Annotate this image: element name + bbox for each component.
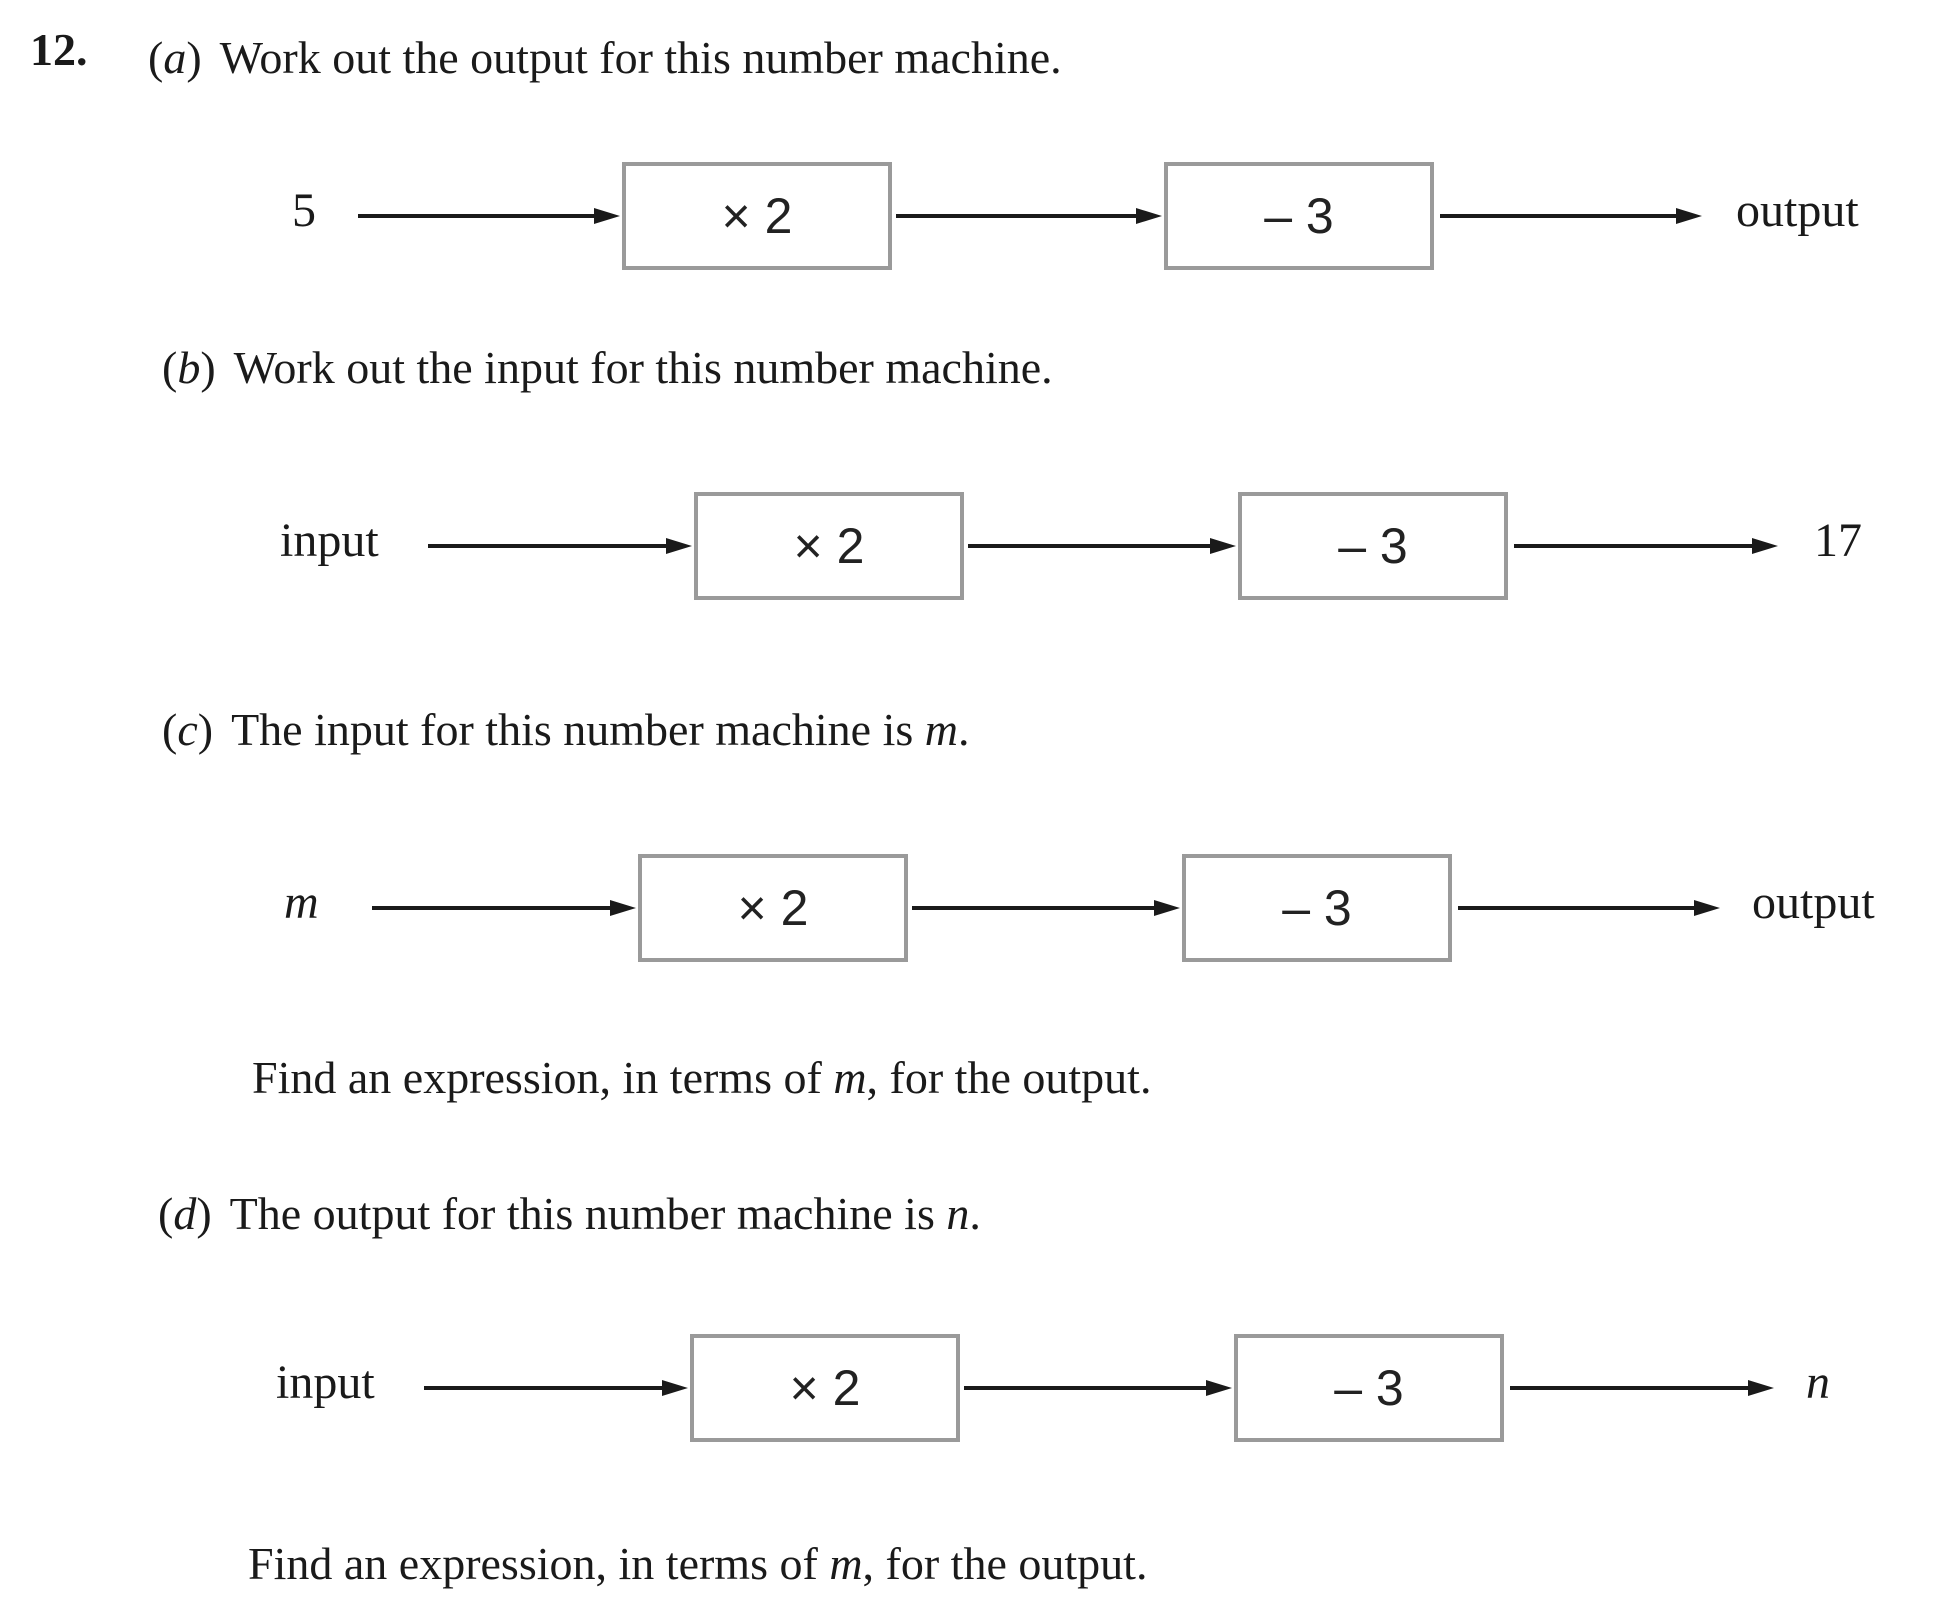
arrow-a-3: [1440, 208, 1702, 224]
machine-a-box-subtract: – 3: [1164, 162, 1434, 270]
arrow-d-3: [1510, 1380, 1774, 1396]
question-number: 12.: [30, 24, 88, 75]
machine-b-box-multiply: × 2: [694, 492, 964, 600]
arrow-d-2: [964, 1380, 1232, 1396]
machine-a-input: 5: [292, 184, 316, 237]
part-d-prompt: (d) The output for this number machine is…: [158, 1186, 981, 1241]
machine-d-output: n: [1806, 1356, 1830, 1409]
part-c-instruction: Find an expression, in terms of m, for t…: [252, 1052, 1152, 1103]
machine-c-input: m: [284, 876, 319, 929]
machine-d-box-multiply: × 2: [690, 1334, 960, 1442]
part-d-label: (d): [158, 1188, 212, 1239]
number-machine-b: input × 2 – 3 17: [0, 492, 1953, 612]
number-machine-d: input × 2 – 3 n: [0, 1334, 1953, 1454]
arrow-b-1: [428, 538, 692, 554]
machine-a-box-multiply: × 2: [622, 162, 892, 270]
part-c-label: (c): [162, 704, 214, 755]
machine-b-box-subtract: – 3: [1238, 492, 1508, 600]
machine-a-output: output: [1736, 184, 1859, 237]
arrow-c-3: [1458, 900, 1720, 916]
machine-d-box-subtract: – 3: [1234, 1334, 1504, 1442]
arrow-c-1: [372, 900, 636, 916]
number-machine-c: m × 2 – 3 output: [0, 854, 1953, 974]
arrow-c-2: [912, 900, 1180, 916]
part-a-label: (a): [148, 32, 202, 83]
part-a-prompt: (a) Work out the output for this number m…: [148, 30, 1062, 85]
part-d-text: The output for this number machine is n.: [229, 1188, 981, 1239]
arrow-d-1: [424, 1380, 688, 1396]
part-b-label: (b): [162, 342, 216, 393]
machine-c-box-subtract: – 3: [1182, 854, 1452, 962]
number-machine-a: 5 × 2 – 3 output: [0, 162, 1953, 282]
machine-c-output: output: [1752, 876, 1875, 929]
machine-b-output: 17: [1814, 514, 1862, 567]
arrow-a-2: [896, 208, 1162, 224]
machine-c-box-multiply: × 2: [638, 854, 908, 962]
machine-b-input: input: [280, 514, 379, 567]
arrow-a-1: [358, 208, 620, 224]
arrow-b-3: [1514, 538, 1778, 554]
part-c-prompt: (c) The input for this number machine is …: [162, 702, 970, 757]
arrow-b-2: [968, 538, 1236, 554]
part-d-instruction: Find an expression, in terms of m, for t…: [248, 1538, 1148, 1589]
part-a-text: Work out the output for this number mach…: [219, 32, 1062, 83]
part-c-text: The input for this number machine is m.: [231, 704, 970, 755]
part-b-prompt: (b) Work out the input for this number ma…: [162, 340, 1053, 395]
machine-d-input: input: [276, 1356, 375, 1409]
part-b-text: Work out the input for this number machi…: [233, 342, 1053, 393]
